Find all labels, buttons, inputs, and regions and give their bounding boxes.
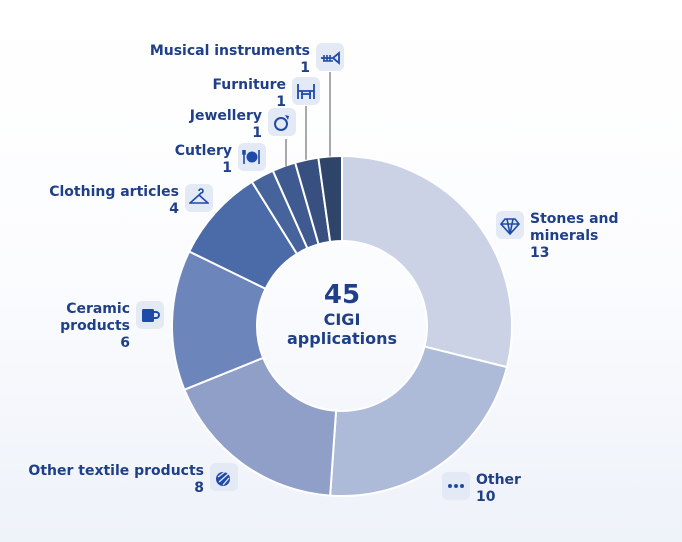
center-label: 45 CIGI applications [282, 280, 402, 348]
value-label: 1 [300, 60, 310, 76]
category-label: Furniture [212, 77, 286, 93]
ellipsis-icon [442, 472, 470, 500]
yarn-icon [210, 463, 238, 491]
value-label: 4 [169, 201, 179, 217]
category-label: Ceramic products [60, 301, 130, 334]
center-line-2: applications [287, 329, 397, 348]
trumpet-icon [316, 43, 344, 71]
category-label: Jewellery [189, 108, 262, 124]
slice-stones-and-minerals [341, 154, 513, 369]
category-label: Other [476, 472, 521, 488]
category-label: Clothing articles [49, 184, 179, 200]
ring-icon [268, 108, 296, 136]
category-label: Other textile products [28, 463, 204, 479]
value-label: 1 [252, 125, 262, 141]
value-label: 1 [222, 160, 232, 176]
cutlery-icon [238, 143, 266, 171]
mug-icon [136, 301, 164, 329]
value-label: 13 [530, 245, 550, 261]
value-label: 8 [194, 480, 204, 496]
value-label: 1 [276, 94, 286, 110]
diamond-icon [496, 211, 524, 239]
center-line-1: CIGI [323, 310, 361, 329]
slice-musical-instruments [317, 154, 343, 243]
slice-other [329, 345, 509, 497]
value-label: 10 [476, 489, 496, 505]
center-total: 45 [323, 280, 361, 310]
category-label: Stones and minerals [530, 211, 619, 244]
value-label: 6 [120, 335, 130, 351]
furniture-icon [292, 77, 320, 105]
hanger-icon [185, 184, 213, 212]
slice-other-textile-products [183, 356, 338, 497]
category-label: Musical instruments [149, 43, 310, 59]
category-label: Cutlery [174, 143, 232, 159]
